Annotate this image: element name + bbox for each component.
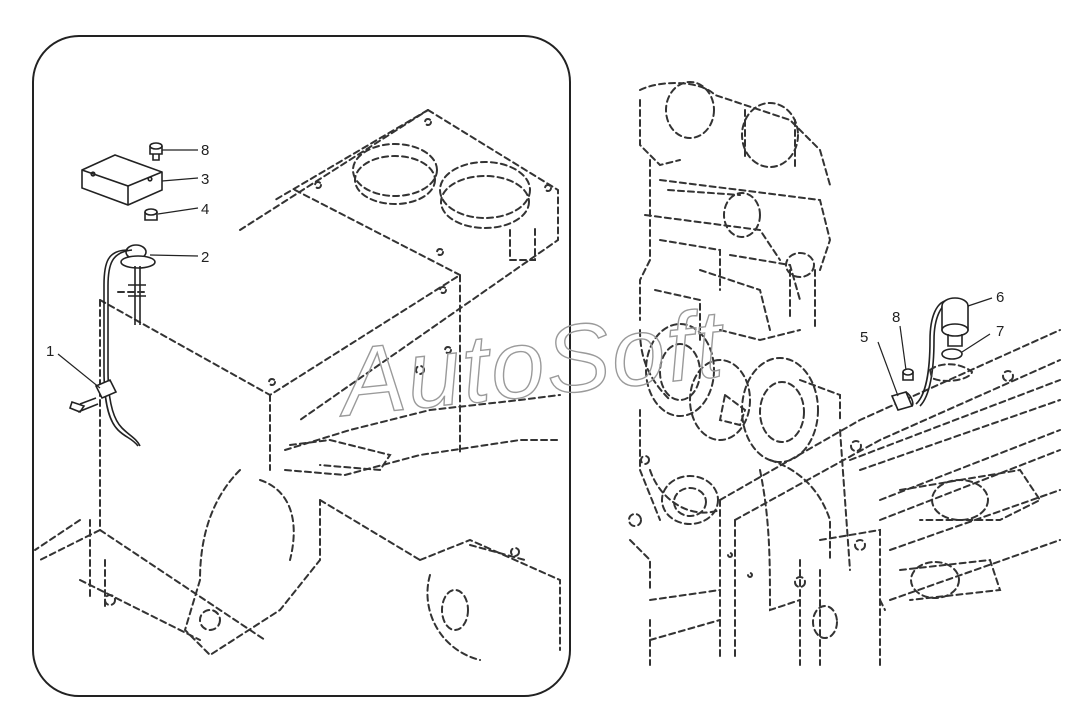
sensor-assembly-right (890, 297, 974, 411)
callout-2: 2 (201, 249, 209, 266)
frame-linkage (183, 394, 561, 661)
screw-part-8 (149, 142, 163, 161)
leader-lines-right (877, 297, 993, 397)
bushing-part-4 (144, 208, 158, 221)
tank-outline (34, 109, 559, 641)
level-sensor-part-2 (117, 244, 156, 325)
filler-caps (352, 143, 536, 261)
callout-1: 1 (46, 343, 54, 360)
detail-panel-left: 8 3 4 2 1 (32, 35, 571, 697)
engine-block (628, 81, 841, 591)
callout-6: 6 (996, 289, 1004, 306)
callout-8-left: 8 (201, 142, 209, 159)
leader-lines-left (57, 149, 199, 389)
detail-frame (32, 35, 571, 697)
machine-overview-right: 6 7 5 8 (628, 81, 1061, 666)
callout-3: 3 (201, 171, 209, 188)
callout-5: 5 (860, 329, 868, 346)
callout-8-right: 8 (892, 309, 900, 326)
cover-plate-part-3 (81, 154, 163, 206)
tank-bolts (104, 118, 552, 606)
wiring-harness-part-1 (69, 249, 141, 447)
callout-7: 7 (996, 323, 1004, 340)
callout-4: 4 (201, 201, 209, 218)
frame-beam (649, 329, 1061, 666)
